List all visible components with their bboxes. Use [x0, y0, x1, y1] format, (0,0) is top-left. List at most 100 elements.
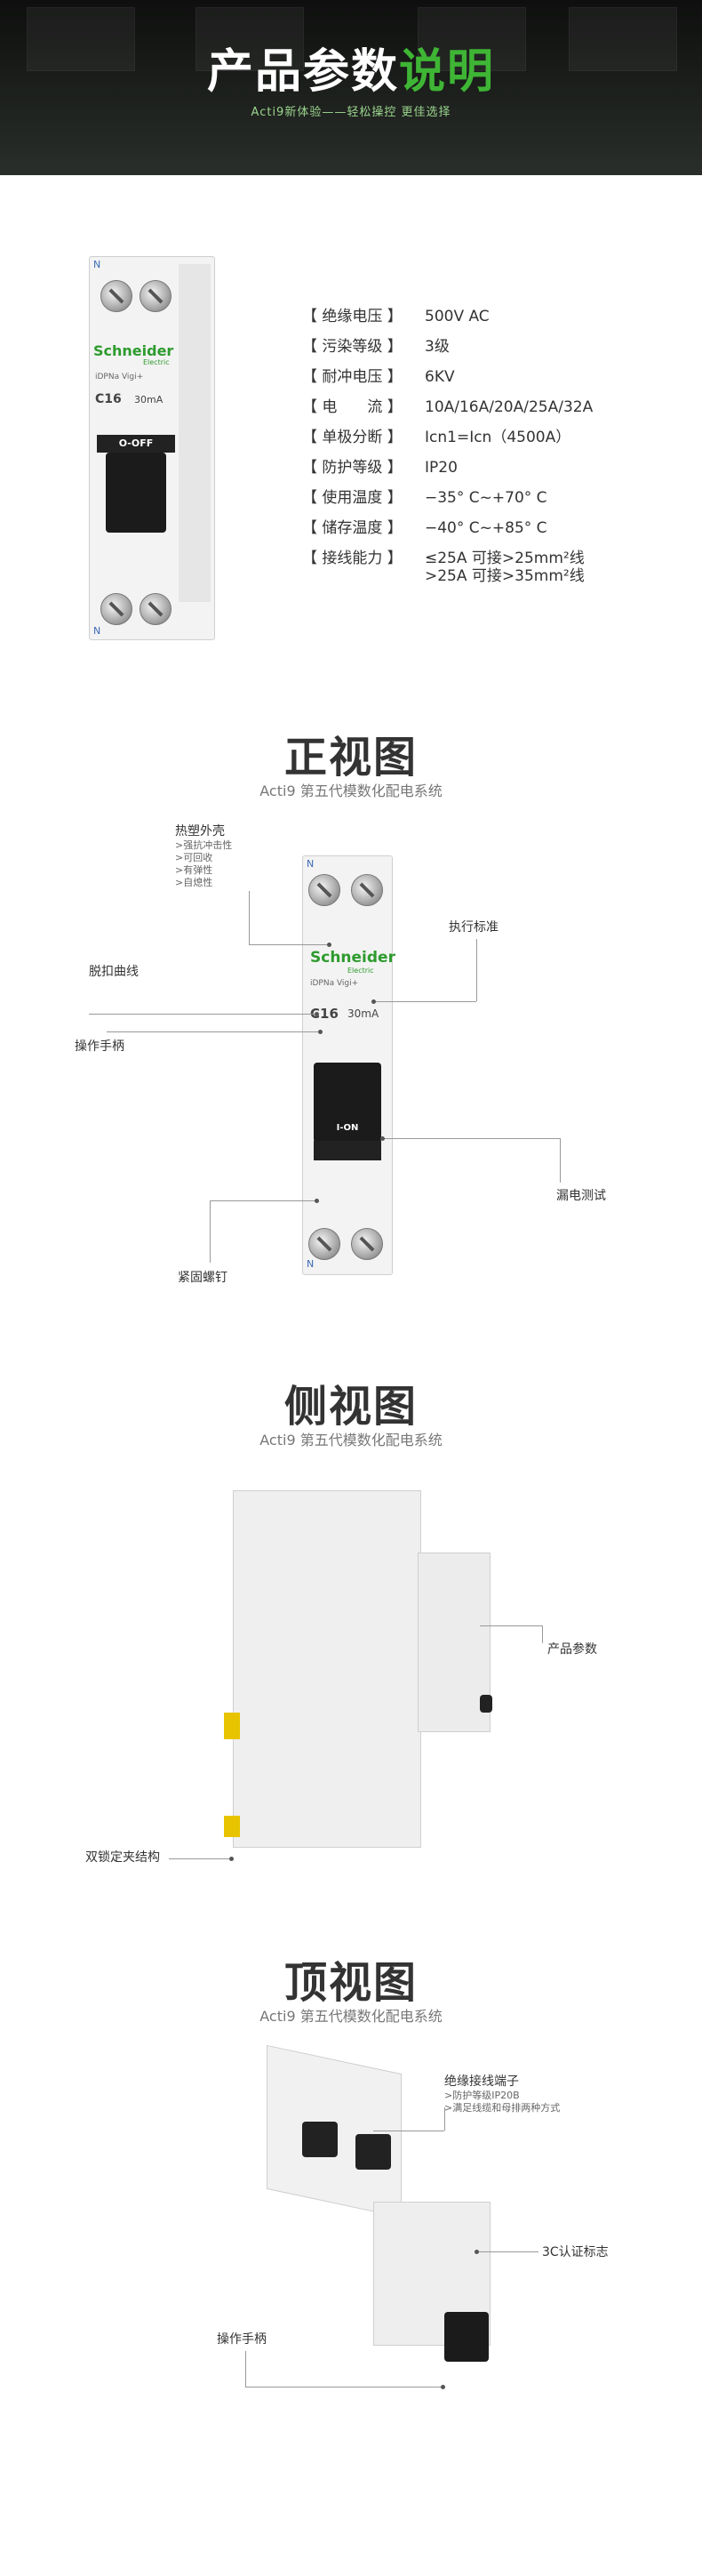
leader-line	[169, 1858, 231, 1859]
param-key: 【 耐冲电压 】	[302, 368, 403, 386]
screw-icon	[140, 593, 172, 625]
screw-icon	[308, 1228, 340, 1260]
terminal-label: N	[93, 625, 101, 637]
on-label: I-ON	[336, 1123, 359, 1133]
screw-icon	[140, 280, 172, 312]
terminal-slot	[355, 2134, 391, 2170]
callout-shell: 热塑外壳 >强抗冲击性 >可回收 >有弹性 >自熄性	[175, 823, 232, 889]
terminal-slot	[302, 2122, 338, 2157]
leader-dot	[315, 1199, 319, 1203]
lock-clip	[224, 1816, 240, 1837]
screw-icon	[351, 874, 383, 906]
current-label: 30mA	[347, 1007, 379, 1020]
param-value: 10A/16A/20A/25A/32A	[425, 398, 594, 416]
leader-dot	[229, 1857, 234, 1861]
param-value: ≤25A 可接>25mm²线 >25A 可接>35mm²线	[425, 550, 585, 585]
callout-terminal: 绝缘接线端子 >防护等级IP20B >满足线缆和母排两种方式	[444, 2074, 560, 2115]
param-key: 【 单极分断 】	[302, 429, 403, 446]
background-cabinet	[27, 7, 135, 71]
leader-dot	[475, 2250, 479, 2254]
callout-screw: 紧固螺钉	[178, 1271, 227, 1285]
screw-icon	[100, 593, 132, 625]
param-row: 【 单极分断 】 Icn1=Icn（4500A）	[302, 429, 675, 446]
section-subtitle-side: Acti9 第五代模数化配电系统	[259, 1432, 443, 1448]
parameter-list: 【 绝缘电压 】 500V AC 【 污染等级 】 3级 【 耐冲电压 】 6KV 【…	[302, 308, 675, 598]
param-row: 【 使用温度 】 −35° C~+70° C	[302, 489, 675, 507]
param-key: 【 使用温度 】	[302, 489, 403, 507]
hero-banner: 产品参数说明 Acti9新体验——轻松操控 更佳选择	[0, 0, 702, 175]
param-row: 【 储存温度 】−40° C~+85° C	[302, 519, 675, 537]
param-value: Icn1=Icn（4500A）	[425, 429, 571, 446]
callout-curve: 脱扣曲线	[89, 965, 139, 979]
param-row: 【 电 流 】 10A/16A/20A/25A/32A	[302, 398, 675, 416]
callout-point: >自熄性	[175, 877, 213, 888]
leader-line	[560, 1138, 561, 1183]
leader-dot	[318, 1030, 323, 1034]
operating-handle	[444, 2312, 489, 2362]
callout-standard: 执行标准	[449, 920, 499, 935]
leader-line	[107, 1031, 320, 1032]
callout-lock: 双锁定夹结构	[85, 1850, 160, 1865]
leader-line	[89, 1014, 316, 1015]
leader-line	[542, 1625, 543, 1643]
leader-dot	[315, 1012, 319, 1016]
leader-line	[245, 2351, 246, 2387]
side-rail	[179, 264, 211, 602]
param-row: 【 污染等级 】 3级	[302, 338, 675, 356]
leader-dot	[327, 943, 331, 947]
param-key: 【 防护等级 】	[302, 459, 403, 477]
callout-point: >强抗冲击性	[175, 839, 233, 851]
param-row: 【 耐冲电压 】 6KV	[302, 368, 675, 386]
screw-icon	[351, 1228, 383, 1260]
callout-handle: 操作手柄	[75, 1039, 124, 1054]
page-title: 产品参数说明	[206, 45, 496, 99]
param-key: 【 电 流 】	[302, 398, 403, 416]
section-title-front: 正视图	[283, 733, 418, 782]
param-key: 【 污染等级 】	[302, 338, 403, 356]
callout-point: >有弹性	[175, 864, 213, 876]
callout-point: >可回收	[175, 852, 213, 863]
terminal-label: N	[93, 259, 101, 270]
section-subtitle-front: Acti9 第五代模数化配电系统	[259, 782, 443, 799]
leader-line	[249, 944, 329, 945]
param-key: 【 储存温度 】	[302, 519, 403, 537]
param-value: 3级	[425, 338, 450, 356]
callout-title: 热塑外壳	[175, 824, 225, 839]
param-row: 【 防护等级 】 IP20	[302, 459, 675, 477]
param-value: IP20	[425, 459, 458, 477]
leader-line	[382, 1138, 560, 1139]
leader-line	[249, 891, 250, 944]
screw-icon	[100, 280, 132, 312]
param-value: 500V AC	[425, 308, 490, 325]
leader-dot	[380, 1136, 385, 1141]
terminal-label: N	[307, 1258, 315, 1270]
operating-handle	[106, 453, 166, 533]
product-image-main: N Schneider Electric iDPNa Vigi+ C16 30m…	[89, 256, 215, 640]
param-key: 【 绝缘电压 】	[302, 308, 403, 325]
background-cabinet	[418, 7, 526, 71]
leader-line	[373, 1001, 476, 1002]
off-label: O-OFF	[97, 435, 175, 453]
param-value: 6KV	[425, 368, 455, 386]
leader-line	[476, 2251, 538, 2252]
current-label: 30mA	[134, 394, 164, 405]
brand-sub: Electric	[347, 967, 374, 975]
callout-leak-test: 漏电测试	[556, 1189, 606, 1203]
leader-line	[476, 939, 477, 1001]
leader-line	[480, 1625, 542, 1626]
product-image-front: N Schneider Electric iDPNa Vigi+ C16 30m…	[302, 855, 395, 1275]
background-cabinet	[195, 7, 304, 71]
background-cabinet	[569, 7, 677, 71]
product-image-side	[233, 1490, 421, 1848]
callout-params: 产品参数	[547, 1642, 597, 1657]
screw-icon	[308, 874, 340, 906]
section-title-top: 顶视图	[283, 1958, 418, 2008]
callout-point: >满足线缆和母排两种方式	[444, 2102, 561, 2114]
param-row: 【 绝缘电压 】 500V AC	[302, 308, 675, 325]
model-label: iDPNa Vigi+	[95, 373, 144, 381]
param-value: −35° C~+70° C	[425, 489, 547, 507]
brand-logo: Schneider	[93, 342, 174, 359]
operating-handle	[314, 1063, 381, 1143]
brand-logo: Schneider	[310, 949, 395, 967]
leader-dot	[371, 999, 376, 1004]
